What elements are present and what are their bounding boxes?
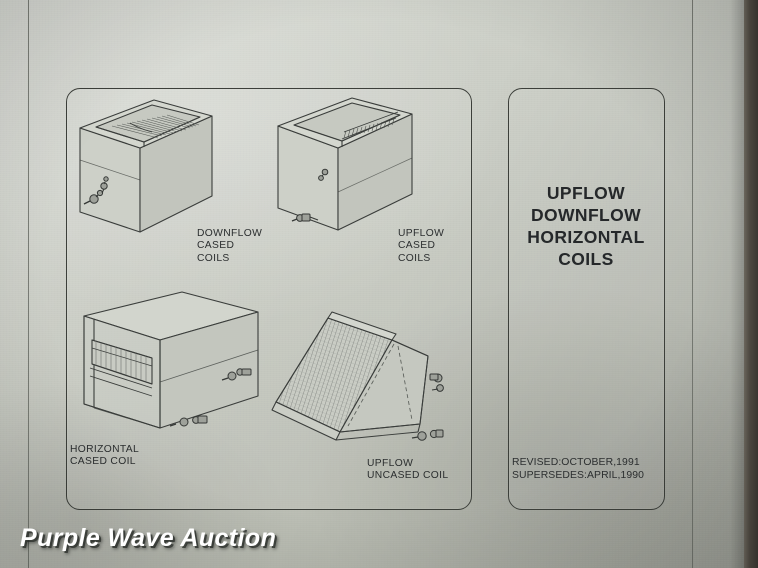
title-panel — [508, 88, 665, 510]
title-line-1: UPFLOW — [546, 183, 626, 203]
caption-upflow-cased-coil: UPFLOW CASED COILS — [398, 228, 445, 264]
watermark-purple-wave-auction: Purple Wave Auction — [20, 524, 277, 552]
margin-rule-right — [692, 0, 694, 568]
margin-rule-left — [28, 0, 30, 568]
caption-downflow-cased-coil: DOWNFLOW CASED COILS — [197, 228, 263, 264]
figure-upflow-uncased-coil — [262, 300, 472, 460]
title-text-block: UPFLOW DOWNFLOW HORIZONTAL COILS — [510, 182, 662, 270]
page-edge-shadow — [730, 0, 746, 568]
figure-downflow-cased-coil — [72, 99, 272, 240]
title-line-3: HORIZONTAL — [527, 227, 645, 247]
figure-upflow-cased-coil — [272, 97, 472, 240]
figure-horizontal-cased-coil — [72, 291, 282, 452]
revised-line: REVISED:OCTOBER,1991 — [512, 457, 640, 468]
caption-upflow-uncased-coil: UPFLOW UNCASED COIL — [367, 458, 449, 482]
page-edge-dark — [744, 0, 758, 568]
supersedes-line: SUPERSEDES:APRIL,1990 — [512, 470, 645, 482]
revision-block: REVISED:OCTOBER,1991 SUPERSEDES:APRIL,19… — [512, 456, 662, 482]
title-line-4: COILS — [558, 249, 614, 269]
caption-horizontal-cased-coil: HORIZONTAL CASED COIL — [70, 444, 140, 468]
title-line-2: DOWNFLOW — [530, 205, 642, 225]
